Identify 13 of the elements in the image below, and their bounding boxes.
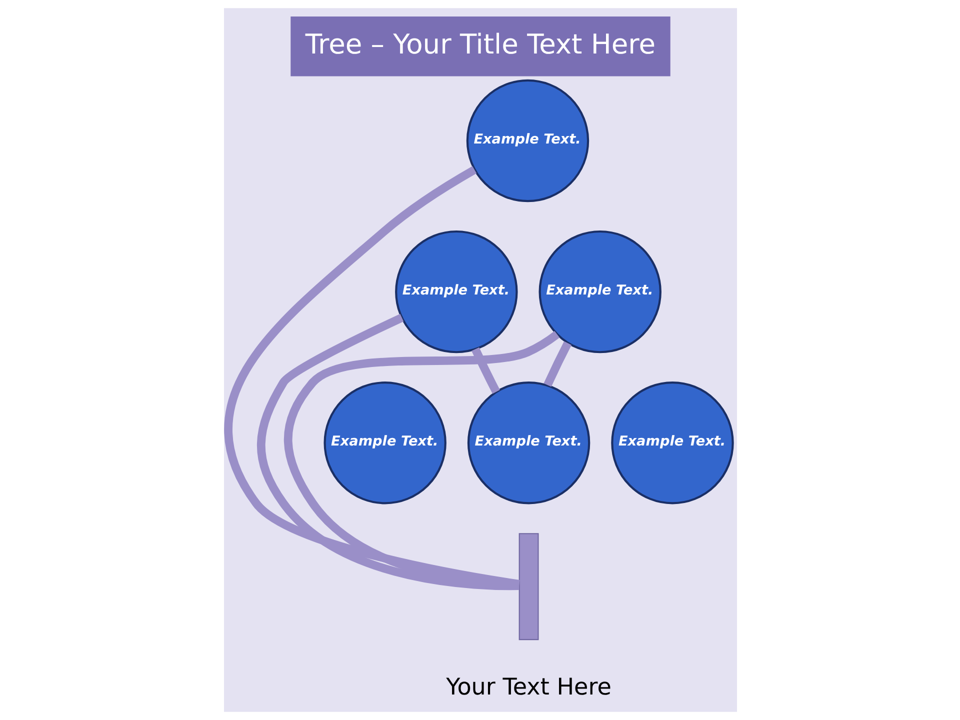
connector xyxy=(284,330,560,590)
node-circle: Example Text. xyxy=(610,382,734,504)
node-circle: Example Text. xyxy=(466,79,589,202)
diagram-title: Tree – Your Title Text Here xyxy=(304,30,656,61)
node-circle: Example Text. xyxy=(466,382,590,504)
connector xyxy=(543,341,572,387)
node-circle: Example Text. xyxy=(323,382,446,504)
node-bar xyxy=(518,533,538,640)
label: Your Text Here xyxy=(446,674,611,701)
connector xyxy=(256,314,519,590)
node-circle: Example Text. xyxy=(394,230,518,354)
connector xyxy=(471,347,500,394)
node-circle: Example Text. xyxy=(538,230,661,354)
